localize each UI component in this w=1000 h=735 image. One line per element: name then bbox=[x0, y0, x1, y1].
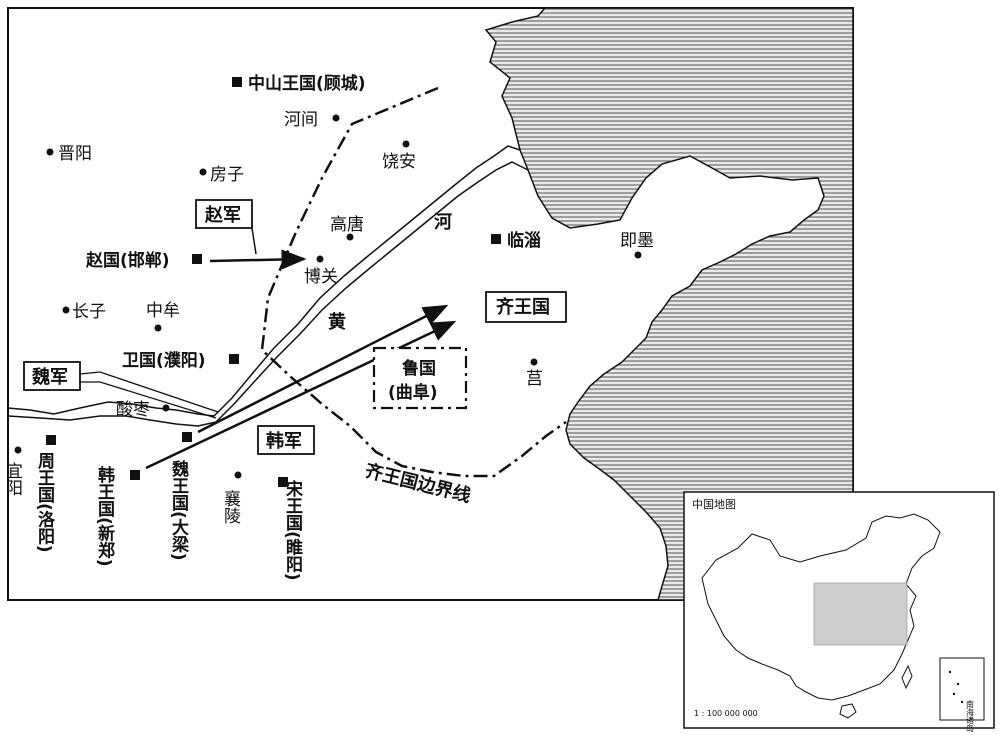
town-marker bbox=[199, 168, 207, 176]
island-dot bbox=[960, 700, 964, 704]
label-fangzi: 房子 bbox=[210, 165, 244, 185]
label-jinyang: 晋阳 bbox=[58, 144, 92, 164]
label-song-state: 宋王国(睢阳) bbox=[282, 479, 304, 581]
label-wei-puyang: 卫国(濮阳) bbox=[122, 350, 206, 371]
capital-marker bbox=[232, 77, 242, 87]
capital-marker bbox=[278, 477, 288, 487]
capital-marker bbox=[229, 354, 239, 364]
island-dot bbox=[952, 692, 956, 696]
taiwan-island bbox=[901, 664, 913, 690]
island-dot bbox=[956, 682, 960, 686]
label-qi-state: 齐王国 bbox=[496, 296, 550, 318]
label-han-state: 韩王国(新郑) bbox=[94, 465, 115, 567]
label-yiyang: 宜阳 bbox=[2, 462, 23, 496]
label-river-he: 河 bbox=[434, 212, 452, 233]
label-lu: 鲁国 bbox=[402, 358, 436, 379]
label-gaotang: 高唐 bbox=[330, 214, 364, 235]
label-xiangling: 襄陵 bbox=[220, 489, 241, 524]
zhao-army-box bbox=[195, 199, 253, 229]
label-ju: 莒 bbox=[526, 369, 543, 389]
town-marker bbox=[162, 404, 170, 412]
wei-army-callout bbox=[79, 371, 219, 419]
town-marker bbox=[332, 114, 340, 122]
town-marker bbox=[62, 306, 70, 314]
town-marker bbox=[316, 255, 324, 263]
capital-marker bbox=[130, 470, 140, 480]
town-marker bbox=[234, 471, 242, 479]
label-river-huang: 黄 bbox=[328, 311, 346, 333]
label-boguan: 博关 bbox=[304, 267, 338, 287]
label-jimo: 即墨 bbox=[620, 231, 654, 251]
south-sea-box bbox=[939, 657, 985, 721]
town-marker bbox=[46, 148, 54, 156]
label-suanzao: 酸枣 bbox=[116, 400, 150, 420]
wei-army-arrow bbox=[197, 304, 449, 434]
town-marker bbox=[14, 446, 22, 454]
label-zhongmou: 中牟 bbox=[146, 301, 180, 321]
label-zhao-capital: 赵国(邯郸) bbox=[85, 250, 170, 271]
label-wei-army: 魏军 bbox=[31, 366, 68, 388]
south-sea-label: 南海诸岛 bbox=[966, 699, 975, 733]
qi-boundary-line bbox=[260, 86, 567, 478]
han-army-arrow bbox=[145, 320, 457, 470]
capital-marker bbox=[192, 254, 202, 264]
wei-army-box bbox=[23, 361, 81, 391]
yellow-river-south-bank bbox=[7, 161, 529, 427]
label-raoan: 饶安 bbox=[382, 152, 416, 172]
town-marker bbox=[530, 358, 538, 366]
inset-title: 中国地图 bbox=[692, 498, 736, 511]
town-marker bbox=[402, 140, 410, 148]
label-hejian: 河间 bbox=[284, 110, 318, 130]
capital-marker bbox=[182, 432, 192, 442]
capital-marker bbox=[46, 435, 56, 445]
capital-marker bbox=[491, 234, 501, 244]
island-dot bbox=[948, 670, 952, 674]
label-linzi: 临淄 bbox=[507, 230, 541, 251]
label-han-army: 韩军 bbox=[266, 430, 302, 452]
label-zhao-army: 赵军 bbox=[204, 204, 241, 226]
inset-scale: 1 : 100 000 000 bbox=[694, 709, 758, 718]
label-lu-capital: (曲阜) bbox=[388, 382, 438, 403]
town-marker bbox=[346, 233, 354, 241]
town-marker bbox=[154, 324, 162, 332]
label-wei-daliang: 魏王国(大梁) bbox=[168, 459, 190, 561]
label-changzi: 长子 bbox=[72, 302, 106, 322]
yellow-river-north-bank bbox=[7, 145, 521, 417]
hainan-island bbox=[839, 703, 857, 719]
lu-state-box bbox=[372, 346, 468, 410]
label-zhongshan: 中山王国(顾城) bbox=[248, 73, 366, 94]
inset-highlight-area bbox=[813, 582, 908, 646]
qi-state-box bbox=[485, 291, 567, 323]
label-zhou-state: 周王国(洛阳) bbox=[34, 452, 55, 553]
han-army-box bbox=[257, 425, 315, 455]
town-marker bbox=[634, 251, 642, 259]
zhao-army-arrow bbox=[209, 249, 307, 270]
inset-china-map: 中国地图 1 : 100 000 000 南海诸岛 bbox=[683, 491, 995, 733]
